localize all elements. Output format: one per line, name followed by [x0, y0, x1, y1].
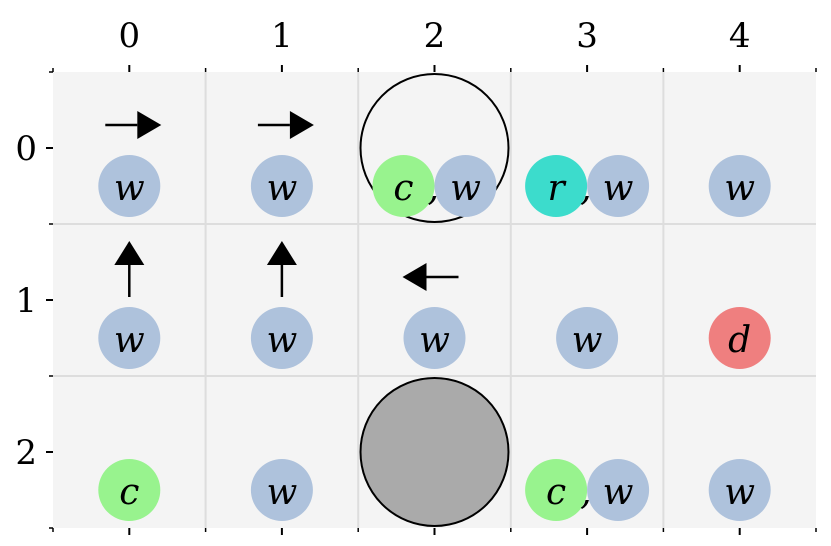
arrow-up-icon	[114, 241, 145, 297]
token-w: w	[708, 155, 771, 217]
token-w: w	[708, 459, 771, 521]
token-w: w	[98, 307, 161, 369]
token-c-disk	[372, 155, 435, 217]
token-w: w	[250, 155, 313, 217]
token-d-label: d	[728, 320, 751, 361]
y-tick-label: 1	[15, 281, 37, 321]
token-w-label: w	[114, 320, 145, 361]
token-w-label: w	[724, 168, 755, 209]
arrow-head	[266, 241, 297, 265]
token-w: w	[98, 155, 161, 217]
token-r-label: r	[547, 168, 566, 209]
token-c-label: c	[119, 472, 139, 513]
arrow-head	[137, 111, 162, 139]
token-c-disk	[98, 459, 161, 521]
token-w-disk	[250, 459, 313, 521]
token-w-disk	[250, 307, 313, 369]
token-w-disk	[98, 307, 161, 369]
token-w-label: w	[603, 472, 634, 513]
token-d-disk	[708, 307, 771, 369]
arrow-right-icon	[257, 111, 314, 139]
token-separator-comma: ,	[580, 168, 591, 209]
token-w: w	[587, 459, 650, 521]
token-w-disk	[708, 155, 771, 217]
arrow-left-icon	[402, 263, 459, 291]
token-w-label: w	[266, 472, 297, 513]
token-c: c	[98, 459, 161, 521]
token-separator-comma: ,	[580, 472, 591, 513]
arrow-head	[114, 241, 145, 265]
token-d: d	[708, 307, 771, 369]
token-r: r	[525, 155, 588, 217]
token-w-label: w	[450, 168, 481, 209]
token-w: w	[434, 155, 497, 217]
grid-lines	[53, 72, 816, 528]
arrow-right-icon	[105, 111, 162, 139]
token-separator-comma: ,	[428, 168, 439, 209]
token-w-disk	[587, 459, 650, 521]
y-tick-label: 0	[15, 129, 37, 169]
token-w-disk	[556, 307, 619, 369]
token-c-label: c	[393, 168, 413, 209]
token-c-label: c	[546, 472, 566, 513]
token-w: w	[250, 307, 313, 369]
token-w-label: w	[603, 168, 634, 209]
token-w-label: w	[572, 320, 603, 361]
token-w-disk	[403, 307, 466, 369]
obstacle-disk	[359, 377, 510, 527]
arrow-head	[289, 111, 314, 139]
token-w: w	[556, 307, 619, 369]
x-tick-label: 1	[271, 16, 293, 56]
x-tick-label: 2	[424, 16, 446, 56]
arrow-up-icon	[266, 241, 297, 297]
token-c: c	[372, 155, 435, 217]
token-w-disk	[98, 155, 161, 217]
token-w: w	[403, 307, 466, 369]
token-r-disk	[525, 155, 588, 217]
x-tick-label: 0	[118, 16, 140, 56]
arrow-head	[402, 263, 427, 291]
highlight-ring	[359, 73, 510, 223]
token-w-disk	[587, 155, 650, 217]
token-w-label: w	[724, 472, 755, 513]
token-c: c	[525, 459, 588, 521]
token-c-disk	[525, 459, 588, 521]
y-tick-label: 2	[15, 433, 37, 473]
x-tick-label: 3	[576, 16, 598, 56]
token-w-disk	[708, 459, 771, 521]
token-w-label: w	[114, 168, 145, 209]
token-w-label: w	[419, 320, 450, 361]
axes: 0 1 2 3 4 0 1 2	[15, 16, 817, 535]
token-w: w	[587, 155, 650, 217]
token-w: w	[250, 459, 313, 521]
x-tick-label: 4	[729, 16, 751, 56]
token-w-label: w	[266, 168, 297, 209]
token-w-label: w	[266, 320, 297, 361]
token-w-disk	[434, 155, 497, 217]
token-w-disk	[250, 155, 313, 217]
